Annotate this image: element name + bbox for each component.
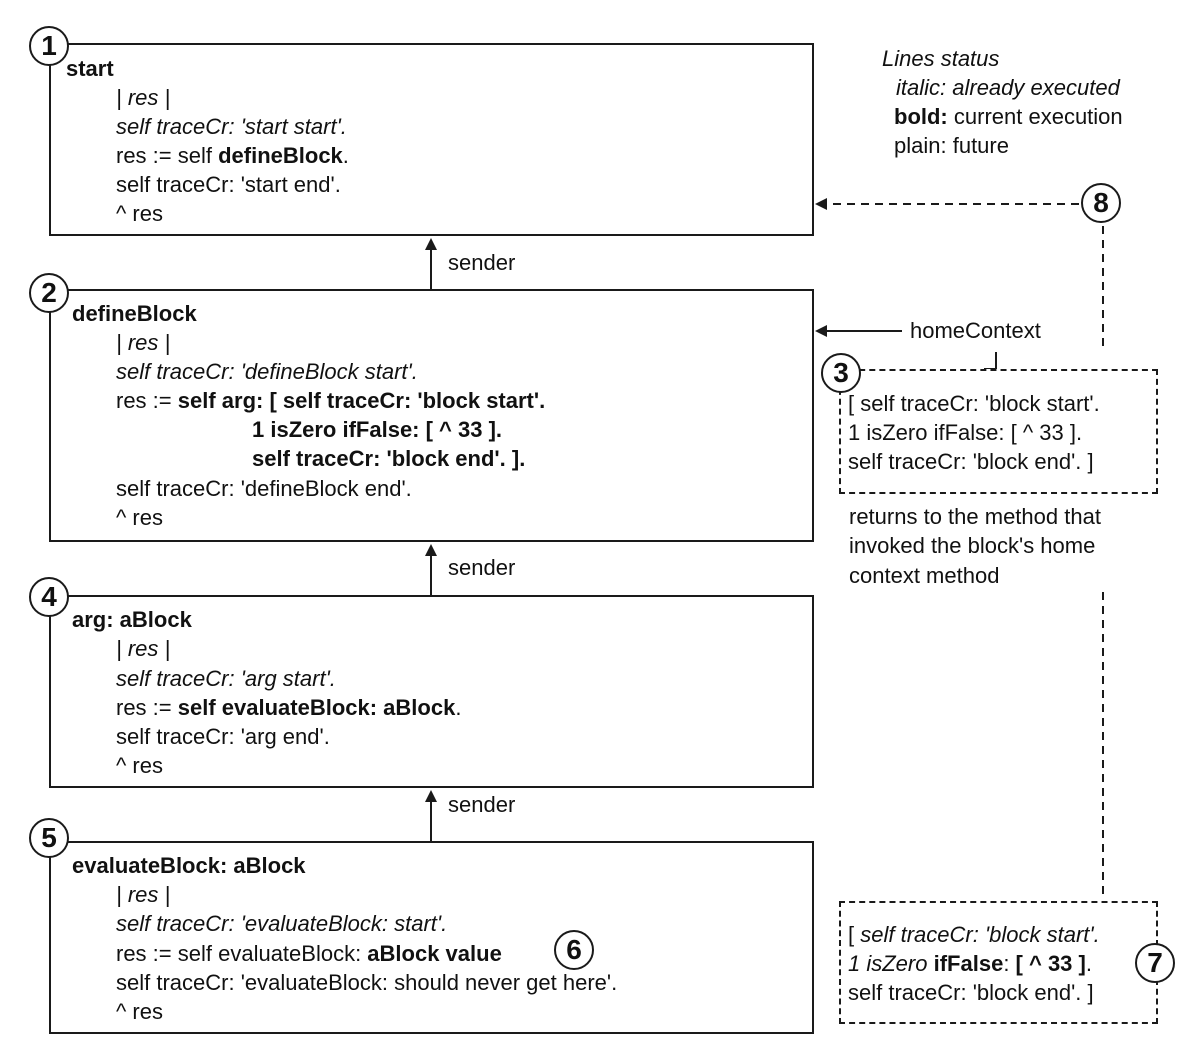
step-badge-4: 4	[29, 577, 69, 617]
frame-evaluate-block-line-2-bold: aBlock value	[367, 941, 502, 966]
frame-arg-line-3: self traceCr: 'arg end'.	[116, 724, 330, 749]
block-context-line-1-open: [	[848, 922, 861, 947]
frame-arg-line-2-bold: self evaluateBlock: aBlock	[177, 695, 456, 720]
legend-plain-text: future	[952, 133, 1009, 158]
frame-evaluate-block-header: evaluateBlock: aBlock	[72, 853, 306, 878]
block-context-line-2-mid: :	[1003, 951, 1016, 976]
frame-arg-line-4: ^ res	[116, 753, 163, 778]
step-badge-5: 5	[29, 818, 69, 858]
block-context-line-1: [ self traceCr: 'block start'.	[848, 922, 1100, 948]
step-badge-8: 8	[1081, 183, 1121, 223]
legend-plain: plain: future	[894, 133, 1009, 159]
home-context-label: homeContext	[910, 318, 1041, 343]
block-context-box	[839, 901, 1158, 1024]
block-context-line-3: self traceCr: 'block end'. ]	[848, 980, 1094, 1005]
frame-define-block-line-1: self traceCr: 'defineBlock start'.	[116, 359, 418, 384]
frame-evaluate-block	[49, 841, 814, 1034]
frame-start-header: start	[66, 56, 114, 81]
frame-start-line-3: self traceCr: 'start end'.	[116, 172, 341, 197]
frame-arg-line-2-post: .	[455, 695, 462, 720]
legend-italic-text: already executed	[952, 75, 1120, 100]
frame-define-block-line-6: ^ res	[116, 505, 163, 530]
frame-define-block	[49, 289, 814, 542]
frame-evaluate-block-line-4: ^ res	[116, 999, 163, 1024]
frame-start-line-2-bold: defineBlock	[218, 143, 343, 168]
legend-plain-key: plain:	[894, 133, 947, 158]
frame-evaluate-block-temps: | res |	[116, 882, 171, 907]
sender-label-3: sender	[448, 792, 516, 817]
block-context-line-1-italic: self traceCr: 'block start'.	[860, 922, 1100, 947]
step-badge-3: 3	[821, 353, 861, 393]
block-closure-line-1: [ self traceCr: 'block start'.	[848, 391, 1100, 416]
frame-arg-temps: | res |	[116, 636, 171, 661]
frame-evaluate-block-line-3: self traceCr: 'evaluateBlock: should nev…	[116, 970, 618, 995]
home-context-tick	[984, 352, 997, 370]
block-context-line-2-italic: 1 isZero	[848, 951, 928, 976]
sender-label-1: sender	[448, 250, 516, 275]
block-closure-line-3: self traceCr: 'block end'. ]	[848, 449, 1094, 474]
legend-italic: italic: already executed	[896, 75, 1120, 101]
frame-define-block-temps: | res |	[116, 330, 171, 355]
legend-italic-key: italic:	[896, 75, 947, 100]
frame-evaluate-block-line-1: self traceCr: 'evaluateBlock: start'.	[116, 911, 448, 936]
frame-arg	[49, 595, 814, 788]
legend-bold-key: bold:	[894, 104, 948, 129]
frame-start-line-4: ^ res	[116, 201, 163, 226]
frame-evaluate-block-line-2-pre: res := self evaluateBlock:	[116, 941, 368, 966]
frame-arg-line-1: self traceCr: 'arg start'.	[116, 666, 336, 691]
legend-title: Lines status	[882, 46, 1000, 71]
frame-define-block-line-2: res := self arg: [ self traceCr: 'block …	[116, 388, 545, 414]
step-badge-2: 2	[29, 273, 69, 313]
legend-bold: bold: current execution	[894, 104, 1123, 130]
block-closure-line-2: 1 isZero ifFalse: [ ^ 33 ].	[848, 420, 1083, 445]
step-badge-1: 1	[29, 26, 69, 66]
block-context-line-2: 1 isZero ifFalse: [ ^ 33 ].	[848, 951, 1092, 977]
returns-note-line-1: returns to the method that	[849, 504, 1101, 529]
legend-bold-text: current execution	[953, 104, 1123, 129]
block-closure-box	[839, 369, 1158, 494]
frame-define-block-line-5: self traceCr: 'defineBlock end'.	[116, 476, 412, 501]
frame-arg-header: arg: aBlock	[72, 607, 192, 632]
frame-start-line-1: self traceCr: 'start start'.	[116, 114, 347, 139]
block-context-line-2-end: .	[1085, 951, 1092, 976]
frame-define-block-line-2-pre: res :=	[116, 388, 178, 413]
frame-start-line-2-pre: res := self	[116, 143, 219, 168]
block-context-line-2-bold-2: [ ^ 33 ]	[1015, 951, 1086, 976]
frame-start-line-2: res := self defineBlock.	[116, 143, 349, 169]
frame-define-block-line-3: 1 isZero ifFalse: [ ^ 33 ].	[252, 417, 503, 442]
frame-start-temps: | res |	[116, 85, 171, 110]
block-context-line-2-bold-1: ifFalse	[933, 951, 1004, 976]
frame-define-block-line-2-bold: self arg: [ self traceCr: 'block start'.	[177, 388, 546, 413]
frame-arg-line-2: res := self evaluateBlock: aBlock.	[116, 695, 461, 721]
frame-define-block-line-4: self traceCr: 'block end'. ].	[252, 446, 526, 471]
frame-evaluate-block-line-2: res := self evaluateBlock: aBlock value	[116, 941, 502, 967]
returns-note-line-2: invoked the block's home	[849, 533, 1096, 558]
sender-label-2: sender	[448, 555, 516, 580]
step-badge-6: 6	[554, 930, 594, 970]
returns-note-line-3: context method	[849, 563, 1000, 588]
frame-define-block-header: defineBlock	[72, 301, 197, 326]
frame-arg-line-2-pre: res :=	[116, 695, 178, 720]
frame-start-line-2-post: .	[342, 143, 349, 168]
frame-start	[49, 43, 814, 236]
step-badge-7: 7	[1135, 943, 1175, 983]
